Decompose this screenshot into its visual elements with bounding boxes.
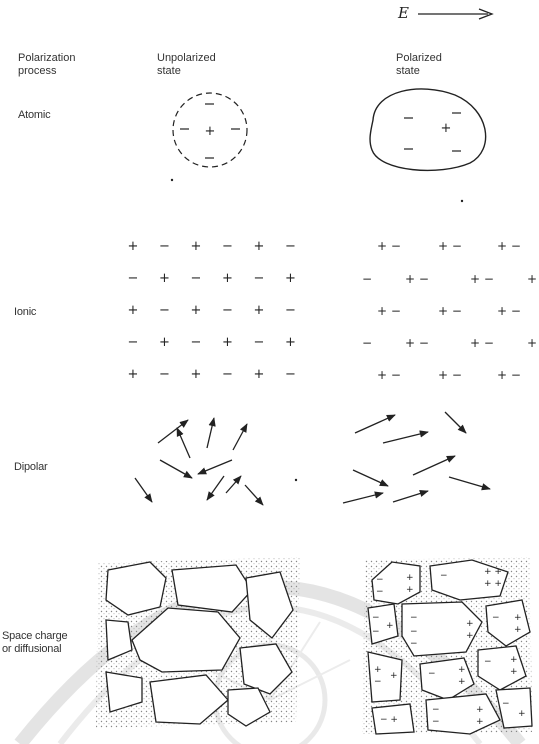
svg-text:−: − <box>376 587 384 597</box>
svg-text:+: + <box>406 573 414 583</box>
svg-text:−: − <box>376 575 384 585</box>
ion-sign: − <box>159 303 170 318</box>
svg-text:−: − <box>362 272 372 286</box>
svg-text:+ +: + + <box>484 567 502 577</box>
ion-sign: − <box>159 239 170 254</box>
svg-text:+: + <box>374 665 382 675</box>
dipolar-unpolarized-dipoles <box>135 418 263 505</box>
ion-sign: + <box>254 367 265 382</box>
atomic-unpolarized-atom: + <box>171 93 247 181</box>
svg-text:+ −: + − <box>405 272 429 286</box>
ion-sign: + <box>159 271 170 286</box>
ion-sign: + <box>285 335 296 350</box>
svg-text:+: + <box>476 705 484 715</box>
svg-text:−: − <box>492 613 500 623</box>
svg-text:+: + <box>510 655 518 665</box>
svg-text:−: − <box>502 699 510 709</box>
svg-text:+ −: + − <box>497 304 521 318</box>
svg-text:+ −: + − <box>470 272 494 286</box>
ion-sign: − <box>222 367 233 382</box>
ion-sign: − <box>191 271 202 286</box>
svg-text:+: + <box>386 621 394 631</box>
svg-text:+: + <box>390 671 398 681</box>
ion-sign: + <box>128 367 139 382</box>
ion-sign: − <box>254 335 265 350</box>
svg-text:+ −: + − <box>377 368 401 382</box>
svg-text:+: + <box>527 272 537 286</box>
svg-text:+: + <box>458 665 466 675</box>
svg-text:−: − <box>428 669 436 679</box>
svg-text:+: + <box>205 124 216 139</box>
space-charge-polarized-grains: −−++ −+ ++ + −−+ −−−++ −++ +−+ −++ −++ −… <box>362 557 532 734</box>
svg-text:+ +: + + <box>484 579 502 589</box>
svg-text:+ −: + − <box>405 336 429 350</box>
svg-text:+: + <box>527 336 537 350</box>
svg-text:−: − <box>374 677 382 687</box>
svg-text:+ −: + − <box>377 239 401 253</box>
svg-text:+: + <box>476 717 484 727</box>
specks <box>295 479 297 481</box>
ion-sign: − <box>191 335 202 350</box>
svg-text:−: − <box>372 613 380 623</box>
svg-text:+ −: + − <box>438 239 462 253</box>
ion-sign: + <box>254 239 265 254</box>
svg-text:+: + <box>518 709 526 719</box>
ion-sign: − <box>159 367 170 382</box>
svg-text:−: − <box>372 627 380 637</box>
svg-text:− +: − + <box>380 715 398 725</box>
ion-sign: + <box>159 335 170 350</box>
ionic-polarized-lattice: + − + − + − − + − + − + + − + − + − − + − + − + + … <box>362 239 537 382</box>
svg-text:−: − <box>440 571 448 581</box>
ion-sign: + <box>222 271 233 286</box>
ion-sign: − <box>285 303 296 318</box>
ion-sign: − <box>222 303 233 318</box>
svg-text:+ −: + − <box>438 368 462 382</box>
svg-text:+ −: + − <box>470 336 494 350</box>
ion-sign: − <box>128 335 139 350</box>
svg-text:+ −: + − <box>377 304 401 318</box>
svg-text:+: + <box>514 613 522 623</box>
svg-text:+ −: + − <box>438 304 462 318</box>
ion-sign: + <box>191 239 202 254</box>
svg-text:+: + <box>514 625 522 635</box>
atomic-polarized-atom: + <box>370 89 486 202</box>
space-charge-unpolarized-grains <box>96 557 300 728</box>
ion-sign: − <box>285 239 296 254</box>
svg-text:+: + <box>466 619 474 629</box>
ion-sign: + <box>128 303 139 318</box>
svg-text:−: − <box>410 613 418 623</box>
ion-sign: − <box>285 367 296 382</box>
svg-text:−: − <box>410 639 418 649</box>
svg-text:+: + <box>510 667 518 677</box>
ion-sign: + <box>285 271 296 286</box>
ion-sign: + <box>128 239 139 254</box>
electric-field-arrow <box>418 9 492 19</box>
svg-text:+: + <box>466 631 474 641</box>
ion-sign: − <box>222 239 233 254</box>
svg-text:−: − <box>362 336 372 350</box>
svg-text:+ −: + − <box>497 239 521 253</box>
ion-sign: − <box>254 271 265 286</box>
ion-sign: + <box>222 335 233 350</box>
svg-text:+: + <box>441 121 452 136</box>
svg-text:+: + <box>406 585 414 595</box>
ionic-unpolarized-lattice: + − + − + − − + − + − + + − + − + − − + − + − + + − + − + − <box>128 239 296 382</box>
svg-text:−: − <box>432 705 440 715</box>
svg-text:−: − <box>432 717 440 727</box>
ion-sign: − <box>128 271 139 286</box>
ion-sign: + <box>191 303 202 318</box>
svg-text:+ −: + − <box>497 368 521 382</box>
ion-sign: + <box>254 303 265 318</box>
svg-text:−: − <box>484 657 492 667</box>
svg-text:+: + <box>458 677 466 687</box>
svg-text:−: − <box>410 627 418 637</box>
ion-sign: + <box>191 367 202 382</box>
dipolar-polarized-dipoles <box>343 412 490 503</box>
